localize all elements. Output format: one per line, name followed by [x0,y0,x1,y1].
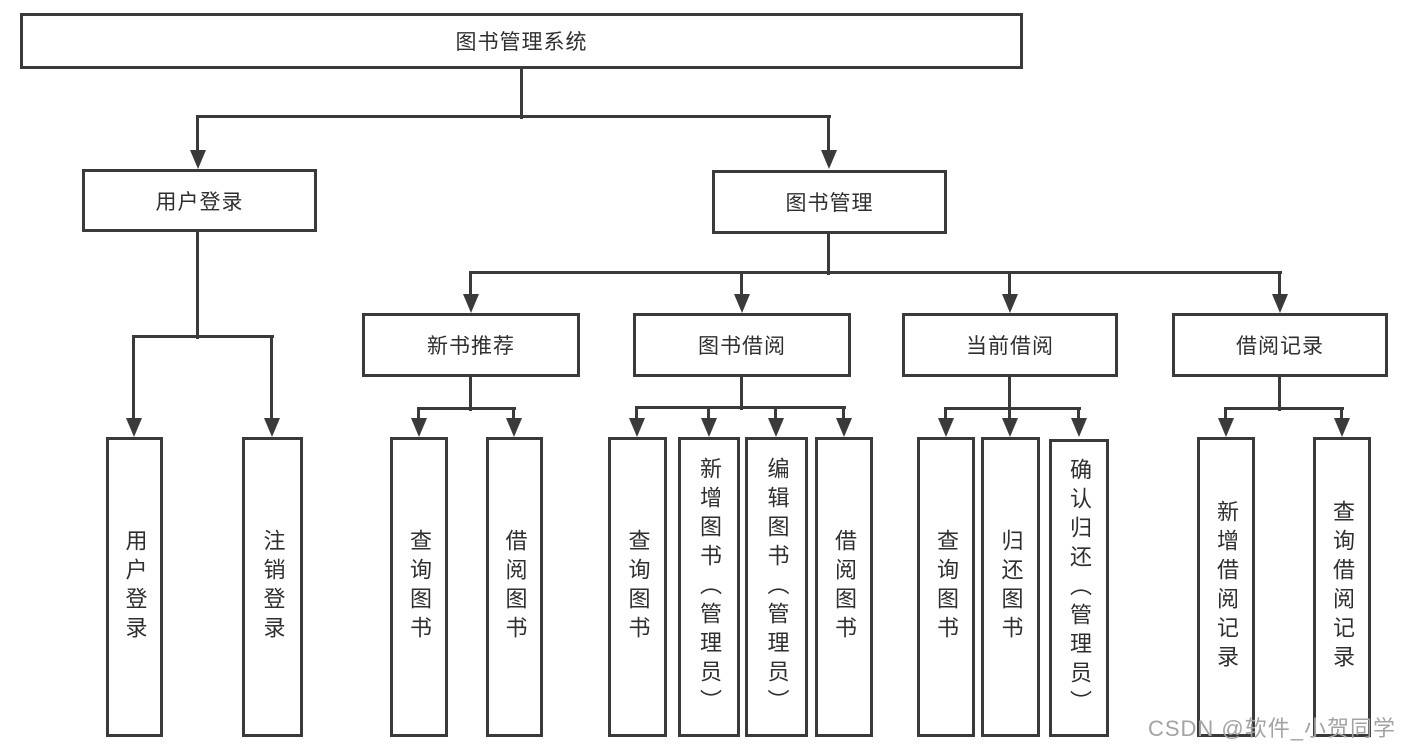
leaf-label: 确认归还（管理员） [1067,457,1092,719]
arrow-head [629,418,645,437]
leaf-label: 编辑图书（管理员） [764,456,790,718]
arrow-head [938,418,954,437]
connector-line [1340,409,1343,420]
connector-line [842,408,845,420]
connector-line [469,377,472,411]
arrow-head [1071,418,1087,437]
arrow-head [126,418,142,437]
arrow-head [701,418,717,437]
node-book-borrowing: 图书借阅 [633,313,851,377]
node-book-management: 图书管理 [712,170,947,234]
arrow-head [734,294,750,313]
node-current-borrowing: 当前借阅 [902,313,1118,377]
node-borrowing-records: 借阅记录 [1172,313,1388,377]
arrow-head [264,418,280,437]
arrow-head [1334,418,1350,437]
connector-line [512,409,515,420]
node-borrow-books-borrowing: 借阅图书 [815,437,873,737]
node-confirm-return-admin: 确认归还（管理员） [1049,439,1109,737]
connector-line [740,273,743,296]
leaf-label: 查询图书 [934,529,959,645]
node-add-books-admin: 新增图书（管理员） [678,437,740,737]
arrow-head [1002,294,1018,313]
node-query-books-borrowing: 查询图书 [608,437,667,737]
connector-line [196,117,199,152]
node-return-books: 归还图书 [981,437,1040,737]
node-new-book-recommendation: 新书推荐 [362,313,580,377]
connector-line [740,377,743,410]
arrow-head [463,294,479,313]
connector-line [1224,409,1227,420]
connector-line [1008,409,1011,420]
connector-line [469,273,472,296]
connector-line [827,117,830,152]
leaf-label: 新增借阅记录 [1214,500,1239,674]
node-query-books-current: 查询图书 [917,437,975,737]
leaf-label: 归还图书 [998,529,1024,645]
leaf-label: 新增图书（管理员） [697,456,722,718]
connector-line [774,408,777,420]
node-borrow-books-recommend: 借阅图书 [486,437,543,737]
connector-line [270,337,273,420]
connector-line [827,234,830,275]
connector-line [707,408,710,420]
arrow-head [836,418,852,437]
connector-line [1278,273,1281,296]
leaf-label: 用户登录 [122,529,148,645]
node-edit-books-admin: 编辑图书（管理员） [745,437,808,737]
arrow-head [1272,294,1288,313]
node-query-borrow-record: 查询借阅记录 [1313,437,1371,737]
connector-line [132,335,274,338]
csdn-watermark: CSDN @软件_小贺同学 [1147,716,1396,741]
connector-line [1008,273,1011,296]
connector-line [196,232,199,339]
leaf-label: 查询图书 [625,529,651,645]
arrow-head [821,150,837,169]
arrow-head [411,418,427,437]
node-query-books-recommend: 查询图书 [390,437,448,737]
connector-line [1278,377,1281,411]
node-add-borrow-record: 新增借阅记录 [1197,437,1255,737]
connector-line [944,409,947,420]
leaf-label: 查询图书 [407,529,432,645]
connector-line [417,407,516,410]
connector-line [1008,377,1011,411]
arrow-head [1002,418,1018,437]
node-library-management-system: 图书管理系统 [20,13,1023,69]
node-user-login-action: 用户登录 [106,437,163,737]
connector-line [196,115,831,118]
connector-line [520,69,523,119]
node-user-login: 用户登录 [82,169,317,232]
connector-line [635,408,638,420]
connector-line [944,407,1081,410]
arrow-head [768,418,784,437]
node-logout-action: 注销登录 [242,437,303,737]
arrow-head [1218,418,1234,437]
leaf-label: 查询借阅记录 [1330,500,1355,674]
leaf-label: 注销登录 [260,529,286,645]
connector-line [132,337,135,420]
connector-line [635,406,846,409]
arrow-head [506,418,522,437]
connector-line [469,271,1282,274]
connector-line [1224,407,1344,410]
leaf-label: 借阅图书 [832,529,857,645]
connector-line [417,409,420,420]
arrow-head [190,150,206,169]
leaf-label: 借阅图书 [502,529,528,645]
connector-line [1077,409,1080,420]
